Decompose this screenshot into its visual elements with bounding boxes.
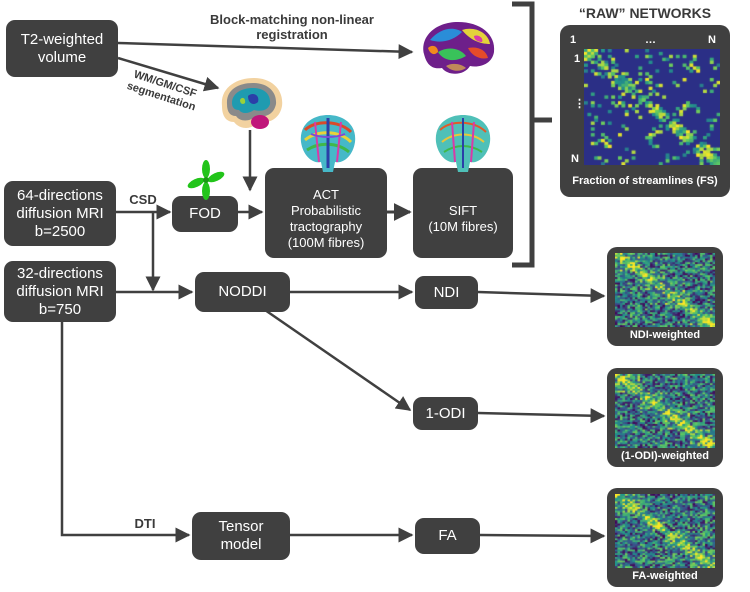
- sift-label: SIFT (10M fibres): [428, 203, 498, 234]
- arrow-ndi-to-network: [477, 288, 606, 304]
- raw-networks-title: “RAW” NETWORKS: [578, 5, 712, 21]
- fa-network-caption: FA-weighted: [632, 570, 698, 582]
- dti-label: DTI: [134, 516, 156, 531]
- odi-network-caption: (1-ODI)-weighted: [621, 450, 709, 462]
- fa-network-panel: FA-weighted: [607, 488, 723, 587]
- tensor-model-label: Tensor model: [218, 518, 264, 553]
- noddi-label: NODDI: [218, 283, 267, 300]
- ndi-network-panel: NDI-weighted: [607, 247, 723, 346]
- raw-networks-bracket: [512, 1, 552, 268]
- sift-box: SIFT (10M fibres): [413, 168, 513, 258]
- matrix-tick-top-dots: …: [645, 34, 656, 46]
- registration-label: Block-matching non-linear registration: [210, 12, 374, 42]
- matrix-tick-left-first: 1: [574, 53, 581, 65]
- dmri32-label: 32-directions diffusion MRI b=750: [16, 264, 104, 318]
- t2-volume-box: T2-weighted volume: [6, 20, 118, 77]
- fod-glyph-icon: [187, 160, 225, 200]
- arrow-t2-to-segmentation: [117, 56, 220, 92]
- raw-connectivity-matrix: [584, 49, 720, 165]
- csd-label: CSD: [129, 192, 157, 207]
- fa-box: FA: [415, 518, 480, 554]
- odi-network-panel: (1-ODI)-weighted: [607, 368, 723, 467]
- ndi-network-caption: NDI-weighted: [629, 329, 701, 341]
- tensor-model-box: Tensor model: [192, 512, 290, 560]
- odi-connectivity-matrix: [615, 374, 715, 448]
- matrix-tick-top-last: N: [708, 34, 716, 46]
- raw-network-caption: Fraction of streamlines (FS): [572, 175, 718, 187]
- fa-label: FA: [438, 527, 457, 544]
- ndi-connectivity-matrix: [615, 253, 715, 327]
- act-label: ACT Probabilistic tractography (100M fib…: [287, 187, 365, 250]
- odi-label: 1-ODI: [425, 404, 466, 422]
- t2-volume-label: T2-weighted volume: [20, 30, 104, 66]
- sift-brain-icon: [435, 115, 491, 172]
- dmri64-box: 64-directions diffusion MRI b=2500: [4, 181, 116, 246]
- fa-connectivity-matrix: [615, 494, 715, 568]
- matrix-tick-left-last: N: [571, 153, 579, 165]
- act-box: ACT Probabilistic tractography (100M fib…: [265, 168, 387, 258]
- segmented-brain-icon: [221, 78, 283, 129]
- arrow-t2-to-atlas: [117, 41, 414, 60]
- dmri64-label: 64-directions diffusion MRI b=2500: [16, 186, 104, 240]
- raw-network-panel: 1 … N 1 ⋮ N Fraction of streamlines (FS): [560, 25, 730, 197]
- ndi-label: NDI: [433, 283, 460, 301]
- fod-box: FOD: [172, 196, 238, 232]
- arrow-noddi-to-odi: [264, 308, 412, 412]
- tractography-brain-icon: [300, 115, 356, 172]
- matrix-tick-top-first: 1: [570, 34, 577, 46]
- ndi-box: NDI: [415, 276, 478, 309]
- arrow-fa-to-network: [479, 528, 606, 544]
- dmri32-box: 32-directions diffusion MRI b=750: [4, 261, 116, 322]
- noddi-box: NODDI: [195, 272, 290, 312]
- odi-box: 1-ODI: [413, 397, 478, 430]
- arrow-odi-to-network: [477, 408, 606, 424]
- matrix-tick-left-dots: ⋮: [574, 98, 585, 110]
- arrow-dmri32-to-tensor: [60, 322, 191, 543]
- fod-label: FOD: [189, 205, 221, 222]
- brain-atlas-icon: [423, 22, 495, 74]
